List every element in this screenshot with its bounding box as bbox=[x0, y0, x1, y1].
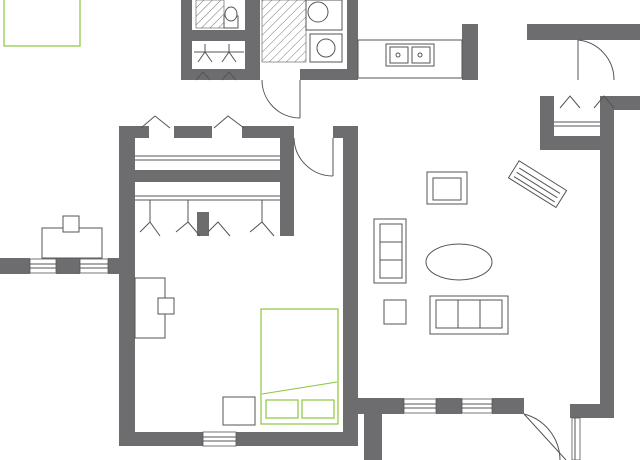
desk bbox=[134, 277, 175, 339]
windows bbox=[29, 258, 581, 460]
closet-top bbox=[194, 44, 244, 81]
bathroom-fixtures bbox=[195, 0, 343, 63]
double-sink bbox=[385, 43, 435, 67]
left-window bbox=[29, 258, 109, 274]
living-window-1 bbox=[403, 398, 437, 414]
sink bbox=[309, 33, 343, 63]
doors bbox=[261, 39, 615, 460]
front-door[interactable] bbox=[523, 413, 567, 460]
tv bbox=[507, 160, 568, 209]
loveseat bbox=[373, 218, 407, 284]
entry-closet bbox=[554, 95, 615, 127]
right-window bbox=[571, 417, 581, 460]
outdoor-chair bbox=[62, 215, 80, 233]
entry-door[interactable] bbox=[577, 39, 615, 81]
toilet-small bbox=[223, 6, 239, 29]
living-window-2 bbox=[461, 398, 493, 414]
outdoor-table bbox=[41, 215, 103, 259]
shower-stall bbox=[261, 0, 307, 63]
bedroom-window bbox=[202, 431, 237, 447]
top-left-furniture-outline bbox=[3, 0, 81, 47]
bed bbox=[260, 308, 339, 425]
sofa bbox=[429, 295, 509, 335]
wardrobe bbox=[135, 115, 280, 237]
shower bbox=[195, 0, 225, 29]
kitchen-counter bbox=[357, 39, 463, 79]
desk-chair bbox=[157, 297, 175, 315]
bedroom-door[interactable] bbox=[293, 137, 334, 177]
nightstand bbox=[222, 396, 256, 426]
side-table bbox=[383, 299, 407, 325]
toilet bbox=[305, 0, 343, 31]
armchair bbox=[426, 171, 468, 205]
bath-door[interactable] bbox=[261, 79, 301, 119]
coffee-table bbox=[425, 243, 493, 281]
